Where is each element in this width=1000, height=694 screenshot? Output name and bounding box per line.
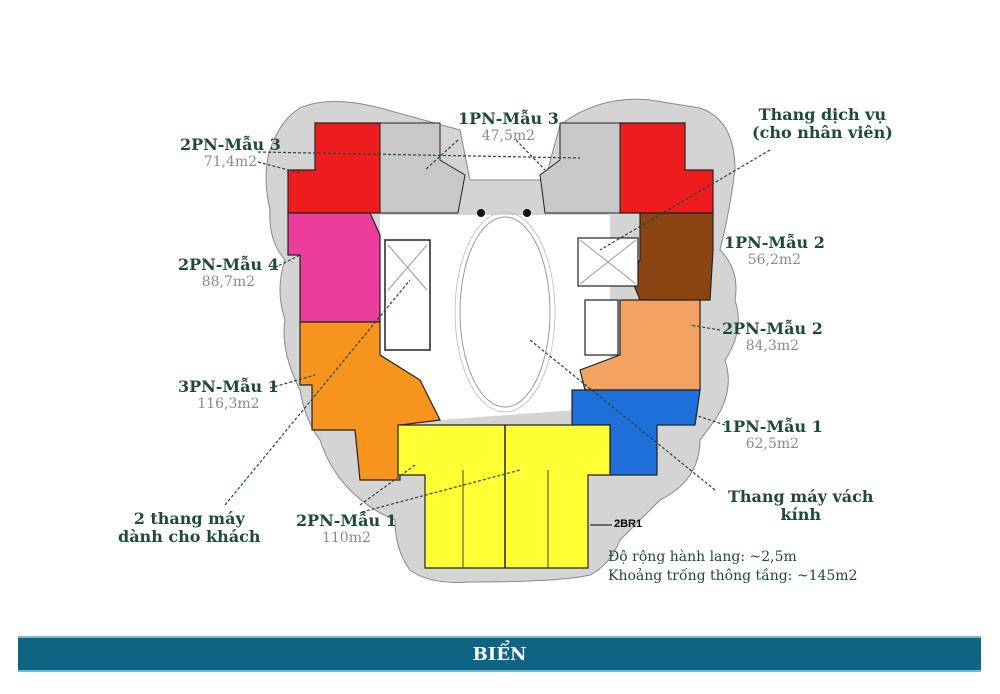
unit-name: 2PN-Mẫu 4 <box>178 255 279 274</box>
unit-area: 62,5m2 <box>745 436 800 453</box>
unit-area: 110m2 <box>321 530 371 547</box>
unit-1pn-mau2 <box>629 212 714 301</box>
unit-area: 71,4m2 <box>203 154 258 171</box>
annotation-line: Thang máy vách <box>728 487 874 506</box>
label-2pn-mau2: 2PN-Mẫu 2 84,3m2 <box>722 319 823 355</box>
notes: Độ rộng hành lang: ~2,5m Khoảng trống th… <box>608 548 857 586</box>
label-1pn-mau3: 1PN-Mẫu 3 47,5m2 <box>458 109 559 145</box>
label-guest-elevators: 2 thang máy dành cho khách <box>118 509 261 547</box>
annotation-line: (cho nhân viên) <box>752 123 893 143</box>
unit-area: 88,7m2 <box>201 274 256 291</box>
unit-area: 56,2m2 <box>747 252 802 269</box>
unit-name: 1PN-Mẫu 2 <box>724 233 825 252</box>
unit-name: 1PN-Mẫu 3 <box>458 109 559 128</box>
annotation-line: Thang dịch vụ <box>758 105 887 124</box>
annotation-line: dành cho khách <box>118 527 261 547</box>
label-2pn-mau4: 2PN-Mẫu 4 88,7m2 <box>178 255 279 291</box>
label-3pn-mau1: 3PN-Mẫu 1 116,3m2 <box>178 377 279 413</box>
atrium-void-note: Khoảng trống thông tầng: ~145m2 <box>608 567 858 584</box>
atrium-void <box>459 216 551 408</box>
unit-area: 84,3m2 <box>745 338 800 355</box>
unit-name: 1PN-Mẫu 1 <box>722 417 823 436</box>
unit-name: 2PN-Mẫu 2 <box>722 319 823 338</box>
label-service-elevator: Thang dịch vụ (cho nhân viên) <box>752 105 893 143</box>
unit-name: 2PN-Mẫu 1 <box>296 511 397 530</box>
unit-2pn-mau1 <box>397 424 611 569</box>
unit-area: 116,3m2 <box>197 396 260 413</box>
label-glass-elevator: Thang máy vách kính <box>728 487 874 525</box>
unit-name: 2PN-Mẫu 3 <box>180 135 281 154</box>
guest-elevators <box>384 239 431 351</box>
sea-banner: BIỂN <box>18 636 981 672</box>
label-1pn-mau2: 1PN-Mẫu 2 56,2m2 <box>724 233 825 269</box>
unit-1pn-mau3-left <box>379 122 466 214</box>
unit-2pn-mau4 <box>287 212 381 323</box>
label-2pn-mau3: 2PN-Mẫu 3 71,4m2 <box>180 135 281 171</box>
annotation-line: kính <box>780 505 821 525</box>
unit-tag-2br1: 2BR1 <box>614 518 643 530</box>
sea-label: BIỂN <box>472 643 527 665</box>
unit-area: 47,5m2 <box>481 128 536 145</box>
corridor-width-note: Độ rộng hành lang: ~2,5m <box>608 549 797 565</box>
annotation-line: 2 thang máy <box>133 509 245 528</box>
label-1pn-mau1: 1PN-Mẫu 1 62,5m2 <box>722 417 823 453</box>
unit-name: 3PN-Mẫu 1 <box>178 377 279 396</box>
unit-1pn-mau3-right <box>539 122 621 214</box>
unit-3pn-mau1 <box>299 321 441 481</box>
label-2pn-mau1: 2PN-Mẫu 1 110m2 <box>296 511 397 547</box>
